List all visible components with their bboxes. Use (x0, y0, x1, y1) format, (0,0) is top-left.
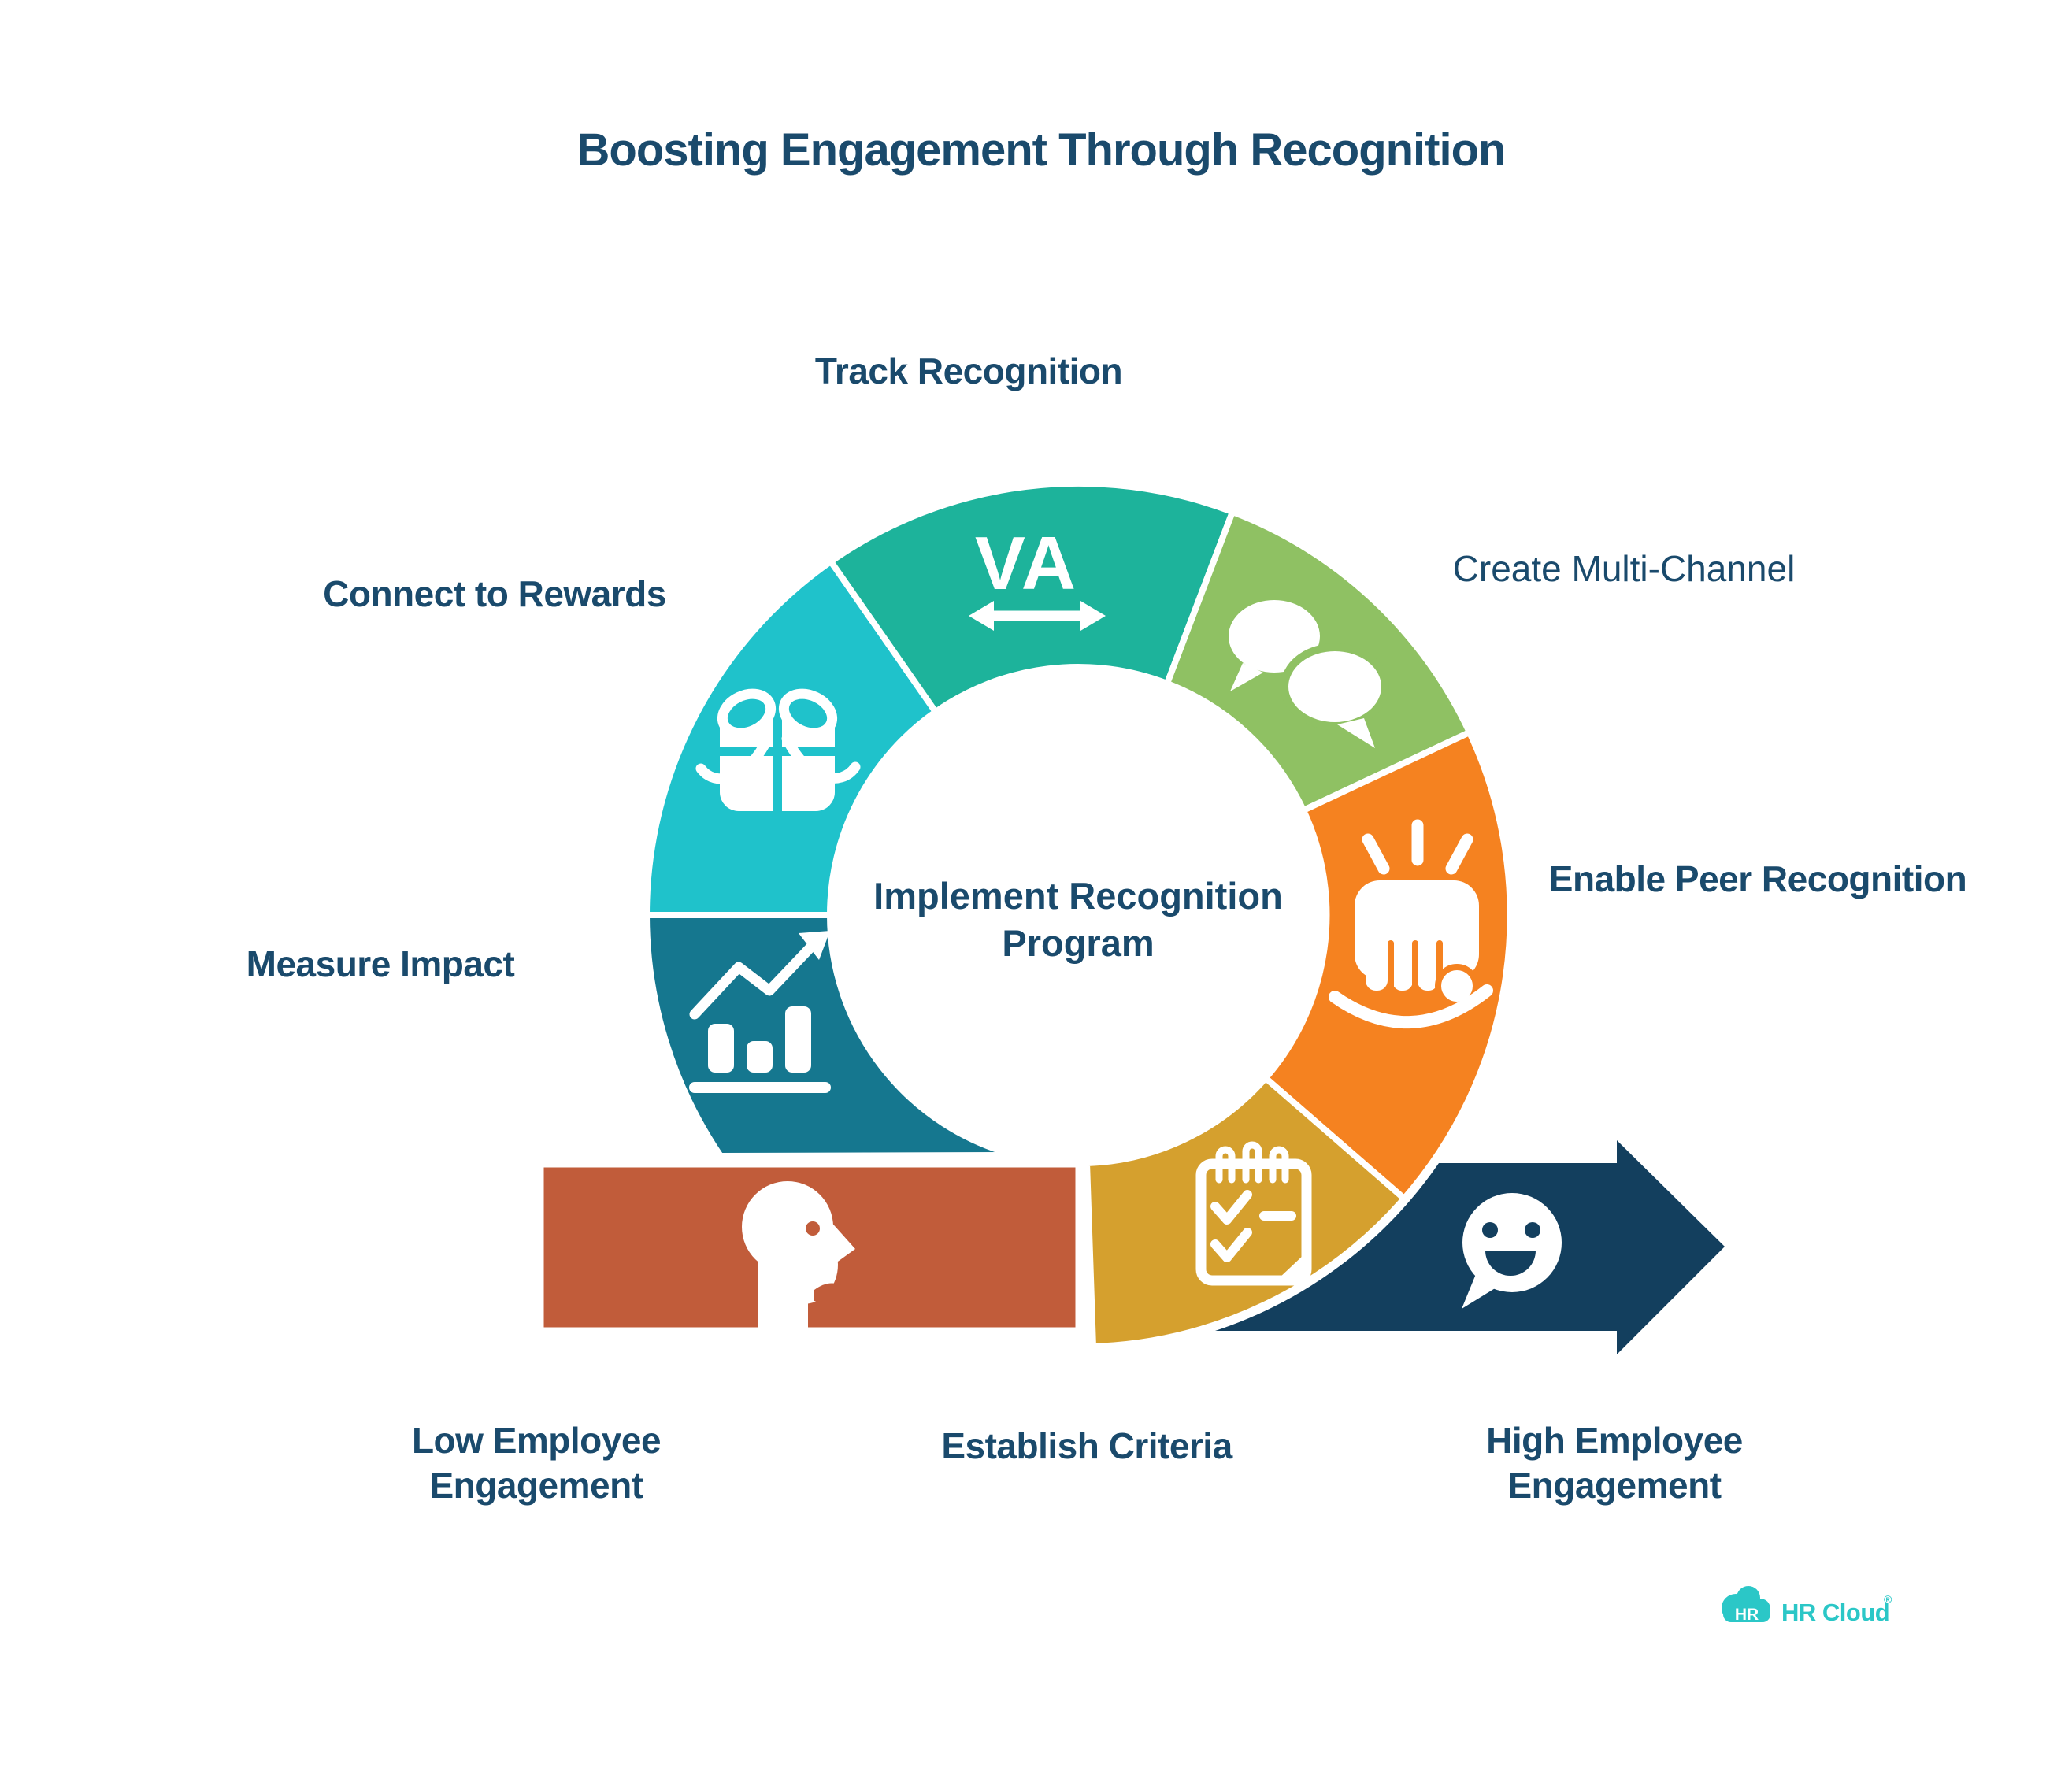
gift-bow-left-tail (695, 733, 773, 784)
checklist-spiral-2 (1242, 1141, 1262, 1184)
brand-name-text: HR Cloud (1781, 1599, 1889, 1626)
chart-bar-2 (747, 1041, 773, 1073)
chat-bubble-face (1462, 1193, 1562, 1292)
letter-tracking-icon: VA (969, 521, 1106, 631)
checklist-check-1 (1210, 1190, 1252, 1225)
chart-baseline (689, 1082, 831, 1093)
speech-bubble-front (1281, 643, 1389, 730)
hr-cloud-logo: HR HR Cloud ® (1722, 1586, 1892, 1626)
speech-bubble-back-tail (1230, 663, 1263, 691)
fist-swoosh (1329, 984, 1493, 1029)
label-enable-peer-recognition: Enable Peer Recognition (1549, 858, 1966, 899)
checklist-check-2 (1210, 1228, 1252, 1262)
checklist-pad (1195, 1158, 1312, 1286)
checklist-icon (1195, 1141, 1312, 1286)
gift-ribbon-horizontal (720, 747, 835, 756)
fist-ray-right (1445, 833, 1473, 875)
speech-bubble-front-tail (1337, 718, 1375, 748)
label-low-engagement-line2: Engagement (429, 1465, 643, 1506)
cloud-icon (1722, 1586, 1770, 1622)
page-title: Boosting Engagement Through Recognition (577, 124, 1506, 176)
speech-bubbles-icon (1229, 600, 1389, 748)
fist-ray-left (1362, 833, 1390, 875)
smiley-mouth (1485, 1251, 1536, 1276)
fist-finger-2 (1392, 934, 1413, 991)
label-low-engagement-line1: Low Employee (412, 1420, 661, 1461)
center-title-line2: Program (1002, 922, 1154, 964)
gift-bow-right-tail (781, 733, 861, 784)
cloud-badge-text: HR (1735, 1606, 1759, 1624)
happy-chat-bubble-icon (1462, 1193, 1562, 1309)
gift-bow-right-loop (778, 688, 838, 739)
center-title-line1: Implement Recognition (873, 875, 1283, 917)
speech-bubble-back (1229, 600, 1320, 673)
checklist-folded-corner (1278, 1254, 1305, 1279)
tracking-arrow-left-head (969, 601, 994, 631)
label-high-engagement-line2: Engagement (1507, 1465, 1721, 1506)
chart-trend-arrowhead (799, 931, 830, 960)
label-establish-criteria: Establish Criteria (941, 1425, 1232, 1466)
fist-bump-icon (1329, 819, 1493, 1029)
chart-trend-line (689, 938, 820, 1020)
ring-segment-track-recognition (826, 480, 1237, 717)
label-connect-to-rewards: Connect to Rewards (323, 573, 666, 614)
label-measure-impact: Measure Impact (246, 943, 515, 984)
profile-nose (827, 1219, 855, 1269)
label-create-multi-channel: Create Multi-Channel (1453, 548, 1796, 589)
label-track-recognition: Track Recognition (815, 350, 1122, 391)
fist-finger-3 (1418, 934, 1438, 991)
chart-bar-1 (708, 1024, 734, 1073)
checklist-spiral-1 (1215, 1146, 1236, 1184)
profile-eye (806, 1221, 820, 1236)
cloud-base (1723, 1605, 1770, 1622)
ring-segment-measure-impact (643, 912, 1017, 1160)
checklist-spiral-3 (1269, 1146, 1289, 1184)
gift-bow-left-loop (717, 688, 777, 739)
profile-jaw (769, 1225, 838, 1304)
bar-chart-icon (689, 931, 831, 1093)
chat-bubble-tail (1462, 1274, 1503, 1309)
gift-icon (695, 688, 861, 811)
label-high-engagement-line1: High Employee (1486, 1420, 1743, 1461)
ring-segment-establish-criteria (1083, 1073, 1409, 1351)
profile-frown (814, 1283, 851, 1304)
smiley-left-eye (1482, 1222, 1498, 1238)
sad-profile-icon (742, 1181, 855, 1331)
va-glyph-text: VA (975, 521, 1077, 606)
tracking-arrow-right-head (1080, 601, 1106, 631)
chart-bar-3 (785, 1006, 811, 1073)
registered-mark: ® (1884, 1593, 1892, 1606)
smiley-right-eye (1525, 1222, 1540, 1238)
fist-finger-1 (1366, 934, 1388, 991)
